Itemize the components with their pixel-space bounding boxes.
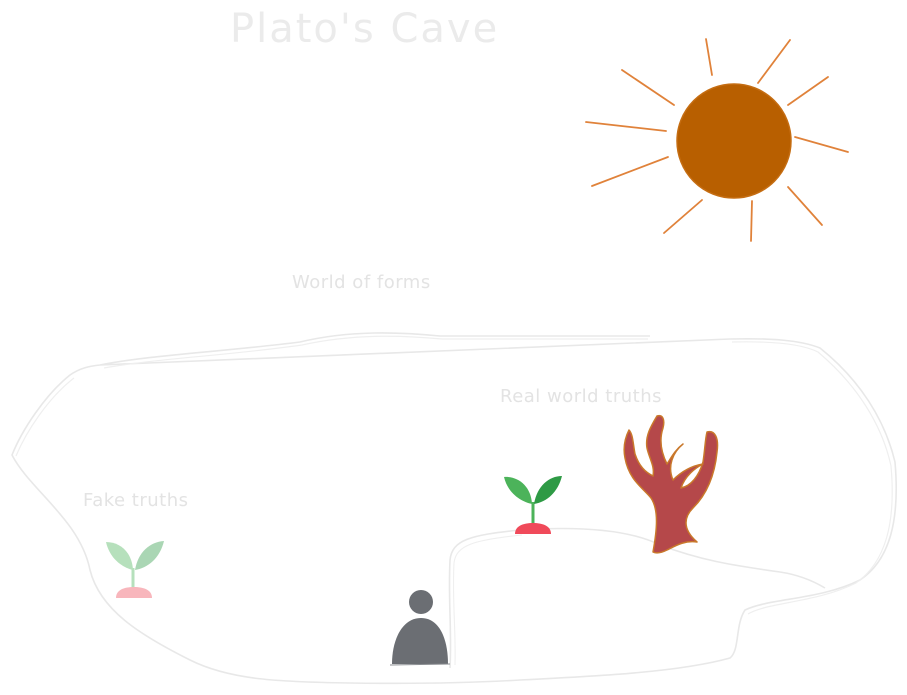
person-head: [409, 590, 433, 614]
label-fake-truths: Fake truths: [83, 490, 189, 511]
person-body: [392, 618, 448, 664]
sprout-icon: [106, 541, 164, 598]
sun-disc: [676, 83, 792, 199]
cave-wall-sketch: [15, 335, 893, 615]
diagram-title: Plato's Cave: [230, 6, 500, 52]
cave-ledge: [448, 527, 826, 669]
coral-body: [623, 414, 719, 554]
label-world-of-forms: World of forms: [292, 272, 431, 293]
sun-icon: [585, 38, 849, 242]
sun-rays: [585, 38, 849, 242]
cave-wall: [11, 332, 898, 685]
label-real-world-truths: Real world truths: [500, 386, 663, 407]
person-icon: [389, 590, 451, 666]
coral-icon: [623, 414, 719, 554]
cave-ledge-sketch: [452, 534, 523, 666]
sprout-icon: [504, 476, 562, 534]
